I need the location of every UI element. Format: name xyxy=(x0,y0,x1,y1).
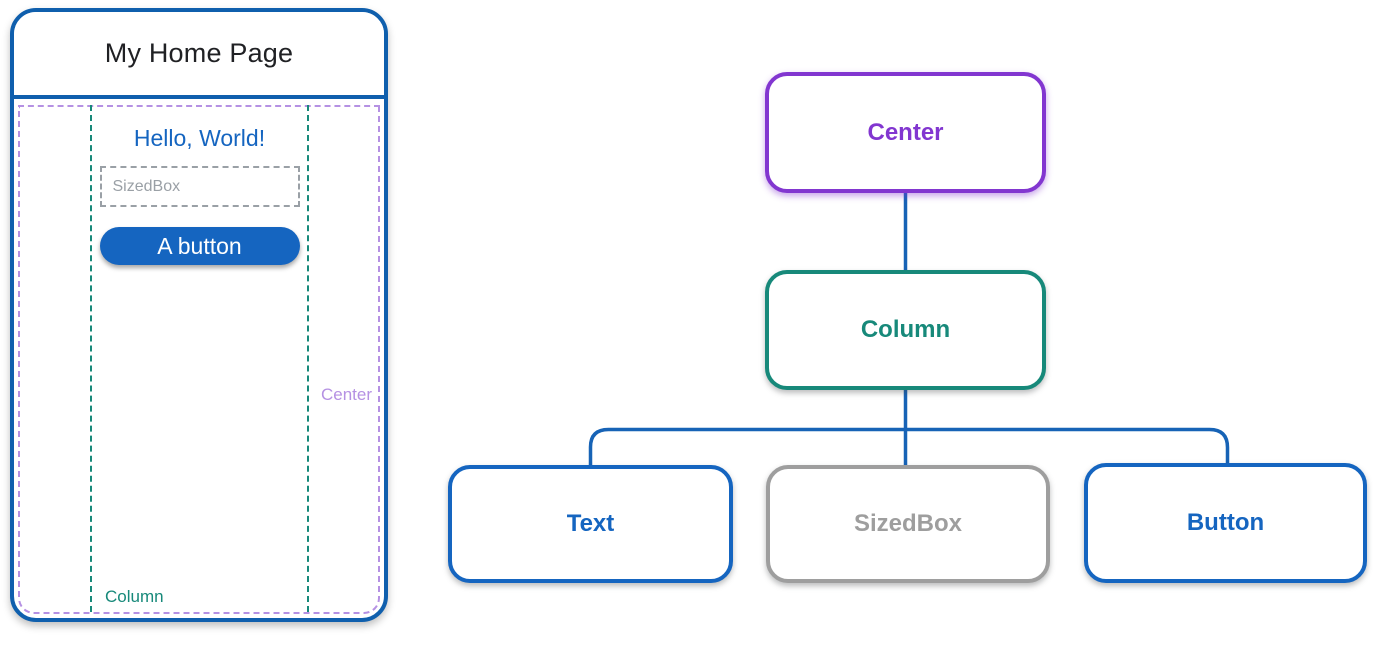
column-annotation-label: Column xyxy=(105,587,164,606)
sizedbox-placeholder: SizedBox xyxy=(99,166,300,207)
tree-node-button: Button xyxy=(1084,463,1367,583)
column-guide-left xyxy=(90,105,92,612)
column-guide-right xyxy=(307,105,309,612)
sizedbox-placeholder-label: SizedBox xyxy=(112,177,181,195)
a-button[interactable]: A button xyxy=(99,227,300,265)
phone-mockup: My Home Page Hello, World! SizedBox A bu… xyxy=(10,8,388,622)
hello-world-text: Hello, World! xyxy=(133,125,266,151)
app-bar-title: My Home Page xyxy=(104,38,294,68)
phone-screen: Hello, World! SizedBox A button Center C… xyxy=(14,99,384,618)
tree-node-column: Column xyxy=(765,270,1046,390)
app-bar: My Home Page xyxy=(14,12,384,99)
tree-node-text: Text xyxy=(448,465,733,583)
center-annotation-label: Center xyxy=(320,385,372,404)
tree-node-sizedbox: SizedBox xyxy=(766,465,1050,583)
center-widget-outline xyxy=(18,105,380,614)
tree-node-center: Center xyxy=(765,72,1046,193)
column-content: Hello, World! SizedBox A button xyxy=(92,99,307,265)
edge-branch-line xyxy=(588,427,1230,466)
